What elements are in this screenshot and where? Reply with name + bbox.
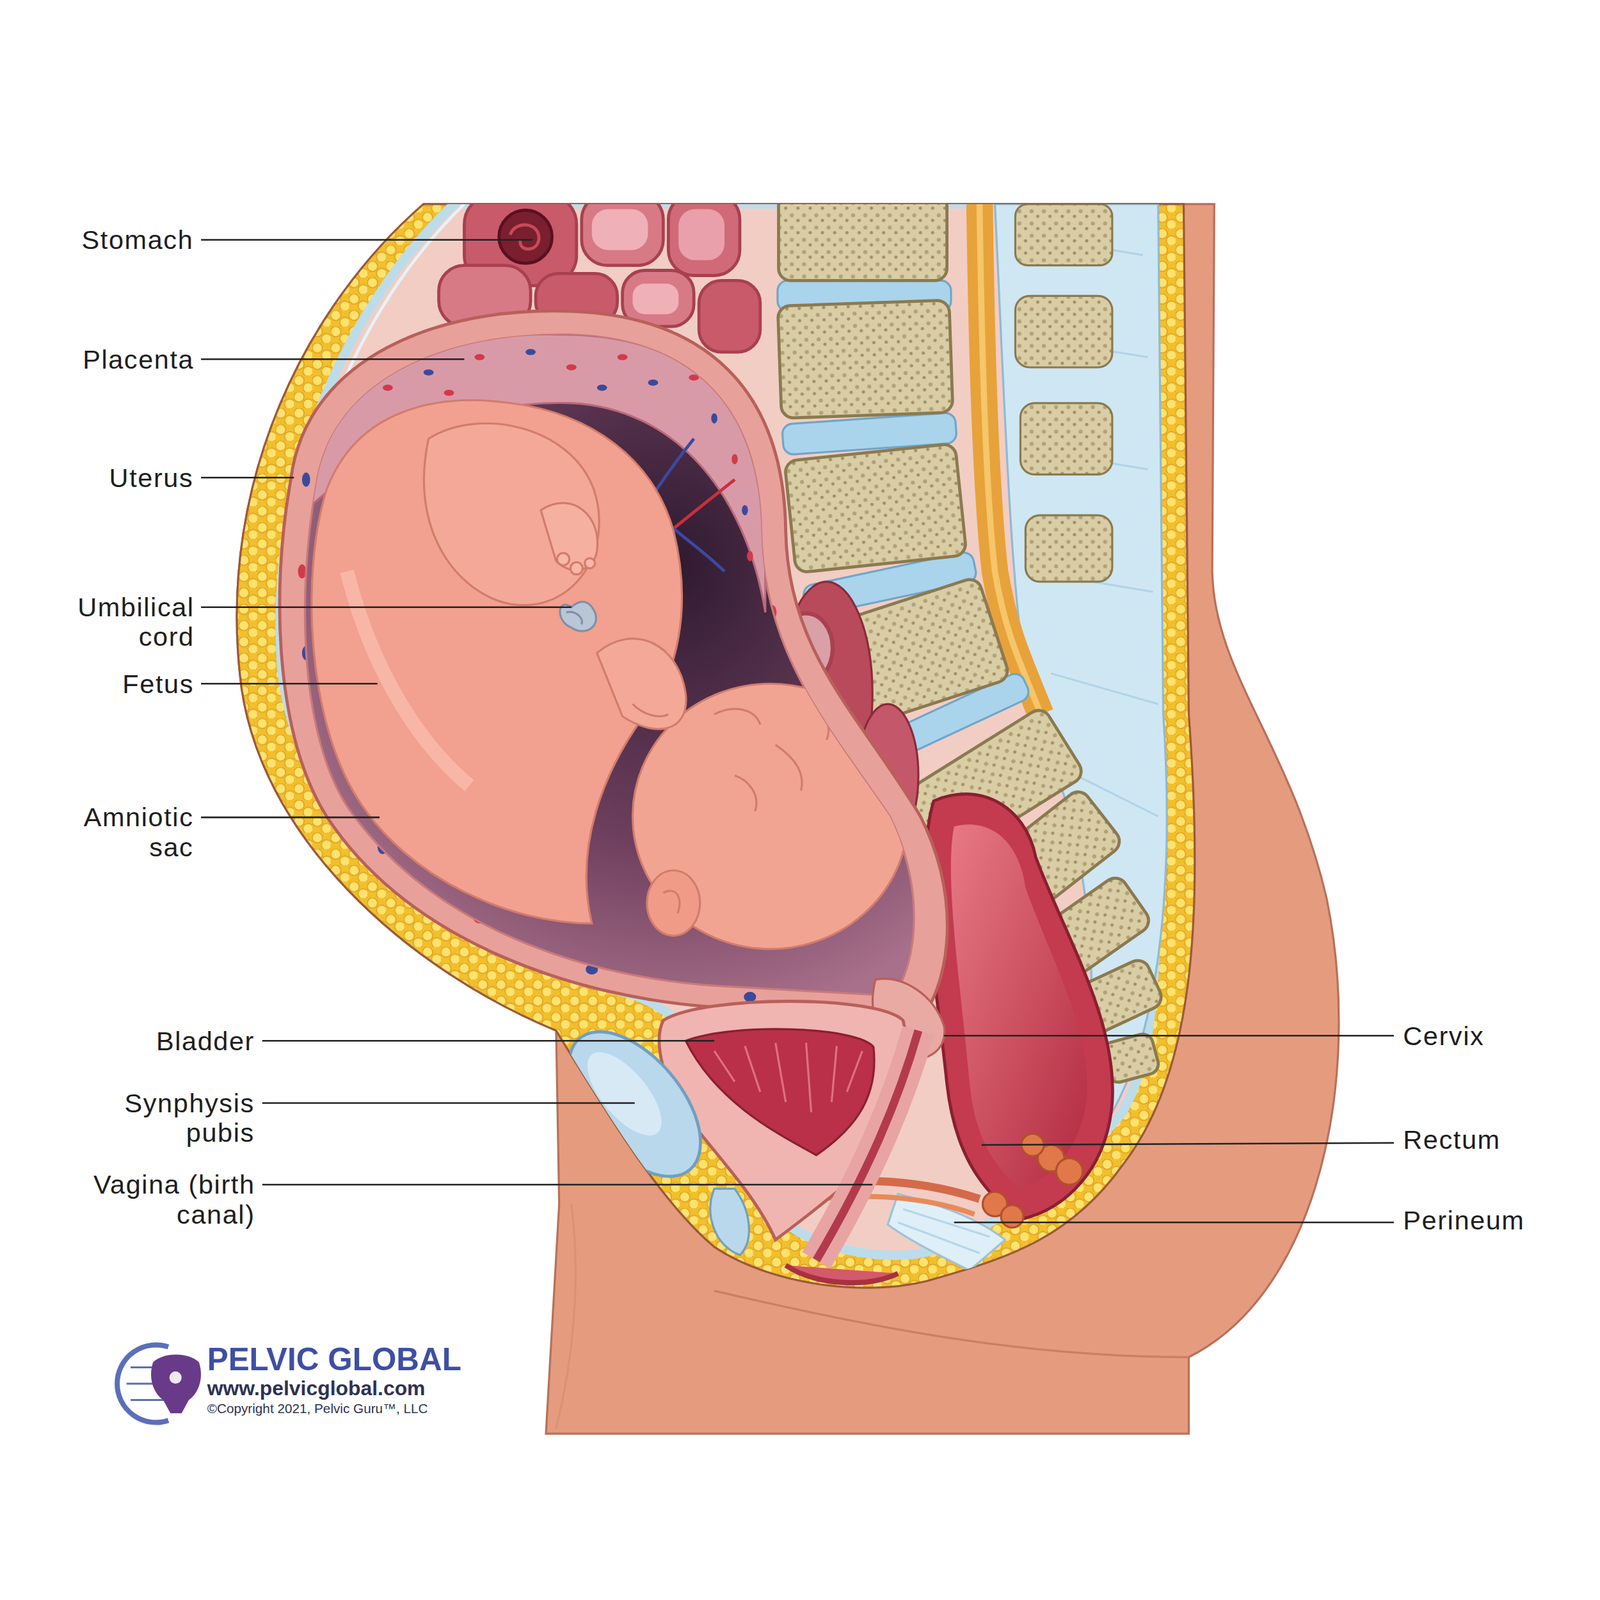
part-label: Stomach	[81, 225, 194, 255]
pubic-bone	[710, 1188, 749, 1256]
spinous-process	[1015, 204, 1112, 582]
anal-sphincter	[982, 1133, 1083, 1228]
abdominal-cavity	[279, 204, 1156, 1256]
vagina-canal	[816, 1030, 919, 1261]
part-label: Bladder	[156, 1025, 255, 1056]
amniotic-sac	[304, 334, 914, 996]
bladder-lining	[685, 1029, 875, 1156]
part-label: Placenta	[82, 344, 194, 374]
leader-lines	[200, 240, 1394, 1223]
website: www.pelvicglobal.com	[207, 1376, 426, 1400]
part-label: Cervix	[1402, 1020, 1485, 1051]
fetus	[311, 400, 909, 949]
part-label: Uterus	[109, 462, 194, 493]
uterus	[279, 311, 948, 1037]
part-label: Synphysis pubis	[124, 1088, 255, 1147]
part-label: Fetus	[122, 668, 194, 699]
body-skin	[236, 204, 1339, 1434]
perineum-fibres	[897, 1208, 990, 1254]
skin-crease	[714, 1290, 1189, 1358]
fat-layer	[236, 204, 1195, 1288]
bladder-rugae	[714, 1042, 863, 1112]
part-label: Amniotic sac	[83, 802, 194, 862]
part-label: Vagina (birth canal)	[10, 1169, 256, 1229]
pubic-bone	[543, 1008, 726, 1200]
skin-crease	[556, 1203, 576, 1429]
part-label: Perineum	[1402, 1205, 1525, 1236]
rectum-lumen	[951, 824, 1088, 1189]
labia	[785, 1265, 898, 1283]
copyright: ©Copyright 2021, Pelvic Guru™, LLC	[207, 1400, 429, 1416]
brand-name: PELVIC GLOBAL	[207, 1342, 462, 1378]
rectum	[925, 794, 1113, 1220]
vagina	[816, 1030, 919, 1261]
logo-icon	[117, 1344, 201, 1423]
pubic-bone-highlight	[574, 1040, 675, 1148]
part-label: Umbilical cord	[77, 592, 195, 652]
part-label: Rectum	[1402, 1125, 1501, 1155]
